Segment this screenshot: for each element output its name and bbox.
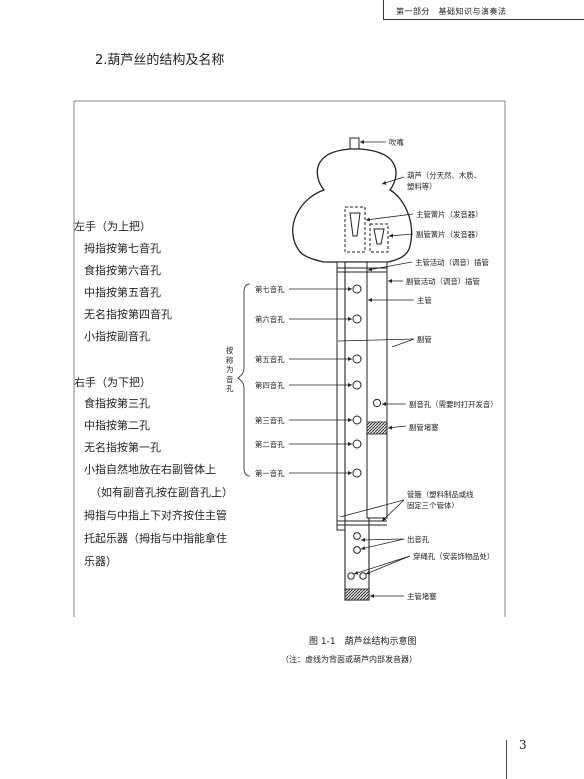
label-mouthpiece: 吹嘴 xyxy=(389,138,404,147)
header-divider xyxy=(383,19,584,20)
section-title: 2.葫芦丝的结构及名称 xyxy=(95,53,225,68)
page-number: 3 xyxy=(519,738,527,752)
label-sub-reed: 副管簧片（发音器） xyxy=(416,230,483,239)
footer-divider xyxy=(506,740,507,779)
outlet-hole-2 xyxy=(353,546,361,554)
label-main-reed: 主管簧片（发音器） xyxy=(416,210,483,219)
figure-note: （注：虚线为背面或葫芦内部发音器） xyxy=(281,655,417,664)
main-pipe-plug xyxy=(344,588,370,601)
label-hole-3: 第三音孔 xyxy=(255,416,285,425)
label-hole-7: 第七音孔 xyxy=(255,285,285,294)
right-sub-pipe xyxy=(366,261,388,519)
figure-caption: 图 1-1 葫芦丝结构示意图 xyxy=(309,637,417,647)
rope-hole-1 xyxy=(347,572,355,580)
sub-pipe-plug xyxy=(366,421,388,435)
label-hole-4: 第四音孔 xyxy=(255,381,285,390)
hole-7 xyxy=(352,284,362,294)
hole-1 xyxy=(352,468,362,478)
label-bracket: 按称为音孔 xyxy=(226,346,234,393)
label-hole-2: 第二音孔 xyxy=(255,440,285,449)
right-hand-item: 托起乐器（拇指与中指能拿住 xyxy=(84,532,227,545)
hole-3 xyxy=(352,415,362,425)
right-hand-item: 无名指按第一孔 xyxy=(84,441,161,454)
running-header: 第一部分 基础知识与演奏法 xyxy=(396,7,507,16)
left-hand-item: 无名指按第四音孔 xyxy=(84,308,172,321)
label-rope-hole: 穿绳孔（安装饰物品处） xyxy=(413,552,494,561)
outlet-hole-1 xyxy=(353,532,361,540)
gourd-body xyxy=(292,148,413,263)
label-sub-hole: 副音孔（需要时打开发音） xyxy=(409,400,498,409)
sub-reed-tongue xyxy=(373,228,385,245)
sub-reed xyxy=(369,223,389,253)
right-hand-item: 小指自然地放在右副管体上 xyxy=(84,463,216,476)
label-main-pipe: 主管 xyxy=(417,296,432,305)
sub-hole xyxy=(372,398,382,408)
figure-frame xyxy=(73,100,506,617)
right-hand-item: 食指按第三孔 xyxy=(84,397,150,410)
hole-2 xyxy=(352,439,362,449)
label-main-socket: 主管活动（调音）插管 xyxy=(415,258,489,267)
mouthpiece xyxy=(349,137,360,150)
left-hand-item: 食指按第六音孔 xyxy=(84,264,161,277)
label-hole-1: 第一音孔 xyxy=(255,469,285,478)
right-hand-item: 中指按第二孔 xyxy=(84,419,150,432)
left-hand-item: 小指按副音孔 xyxy=(84,330,150,343)
label-hole-6: 第六音孔 xyxy=(255,315,285,324)
label-hole-5: 第五音孔 xyxy=(255,355,285,364)
right-hand-item: 拇指与中指上下对齐按住主管 xyxy=(84,509,227,522)
left-hand-title: 左手（为上把） xyxy=(74,220,151,233)
label-hoop-2: 固定三个管体） xyxy=(407,501,459,510)
label-gourd-2: 塑料等） xyxy=(407,182,437,191)
label-sub-socket: 副管活动（调音）插管 xyxy=(406,277,480,286)
main-reed xyxy=(344,206,366,253)
hole-4 xyxy=(352,380,362,390)
right-hand-title: 右手（为下把） xyxy=(74,376,151,389)
hole-6 xyxy=(352,314,362,324)
label-outlet: 出音孔 xyxy=(407,535,430,544)
label-sub-plug: 副管堵塞 xyxy=(409,423,439,432)
left-hand-item: 中指按第五音孔 xyxy=(84,286,161,299)
rope-hole-2 xyxy=(359,572,367,580)
label-hoop-1: 管箍（塑料制品或线 xyxy=(407,490,474,499)
right-hand-item: 乐器） xyxy=(84,555,117,568)
label-gourd-1: 葫芦（分天然、木质、 xyxy=(407,171,481,180)
header-divider-vertical xyxy=(383,0,384,20)
right-hand-item: （如有副音孔按在副音孔上） xyxy=(90,486,233,499)
hole-5 xyxy=(352,354,362,364)
left-hand-item: 拇指按第七音孔 xyxy=(84,242,161,255)
label-main-plug: 主管堵塞 xyxy=(407,592,437,601)
main-reed-tongue xyxy=(349,212,361,237)
label-sub-pipe: 副管 xyxy=(417,335,432,344)
